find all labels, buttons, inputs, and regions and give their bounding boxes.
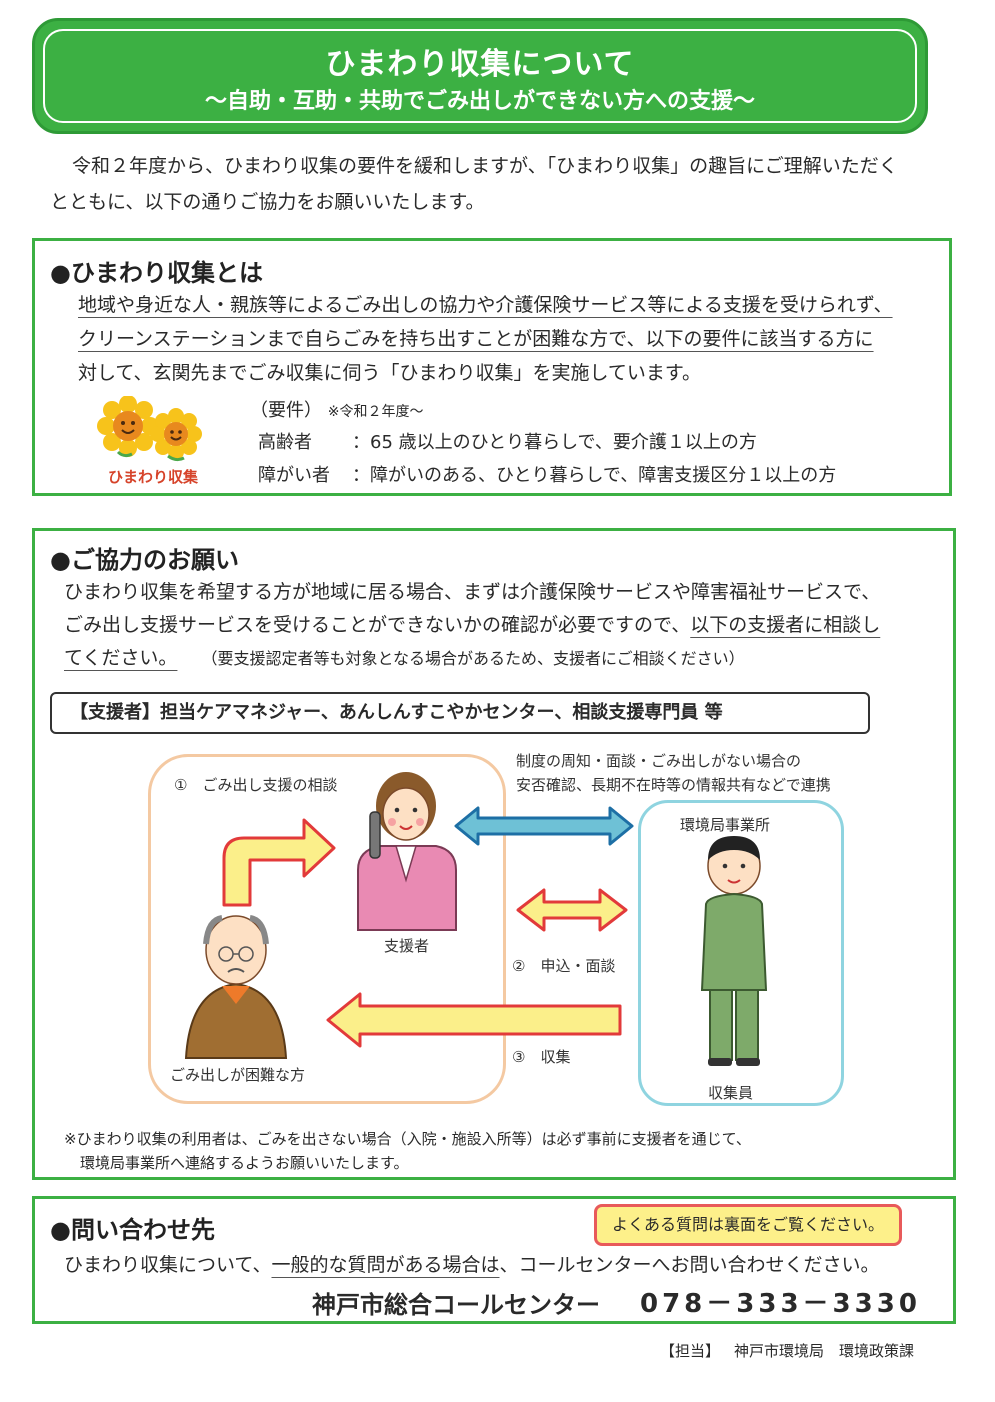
cooperation-note-line-1: 制度の周知・面談・ごみ出しがない場合の	[516, 752, 802, 770]
supporter-label: 支援者	[384, 937, 430, 955]
header-inner-border	[43, 29, 917, 123]
footer-tantou: 【担当】	[660, 1342, 721, 1360]
office-label: 環境局事業所	[680, 816, 771, 834]
svg-text:ひまわり収集: ひまわり収集	[108, 468, 199, 486]
requirement-elderly-condition: ：65 歳以上のひとり暮らしで、要介護１以上の方	[352, 432, 757, 453]
step-2-label: ② 申込・面談	[512, 957, 616, 975]
step-3-label: ③ 収集	[512, 1048, 571, 1066]
office-panel	[638, 800, 844, 1106]
collector-icon	[700, 836, 768, 1066]
contact-section	[32, 1196, 956, 1324]
sunflower-logo: ひまわり収集	[88, 395, 218, 490]
requirement-label: （要件）	[250, 400, 322, 421]
step-1-label: ① ごみ出し支援の相談	[174, 776, 338, 794]
contact-line-1c: 、コールセンターへお問い合わせください。	[499, 1254, 880, 1276]
intro-line-2: とともに、以下の通りご協力をお願いいたします。	[50, 191, 485, 213]
step-2-arrow	[516, 888, 628, 932]
resident-icon	[184, 915, 288, 1059]
contact-line-1b: 一般的な質問がある場合は	[271, 1254, 500, 1276]
about-line-2: クリーンステーションまで自らごみを持ち出すことが困難な方で、以下の要件に該当する…	[78, 328, 874, 350]
about-section	[32, 238, 952, 496]
cooperation-heading: ●ご協力のお願い	[50, 546, 239, 574]
page-subtitle: ～自助・互助・共助でごみ出しができない方への支援～	[204, 89, 755, 114]
about-line-1: 地域や身近な人・親族等によるごみ出しの協力や介護保険サービス等による支援を受けら…	[78, 294, 893, 316]
sunflower-icon: ひまわり収集	[97, 395, 202, 486]
cooperation-line-3b: （要支援認定者等も対象となる場合があるため、支援者にご相談ください）	[201, 649, 745, 668]
contact-heading: ●問い合わせ先	[50, 1216, 215, 1244]
resident-supporter-panel	[148, 754, 506, 1104]
step-1-arrow	[222, 818, 336, 907]
step-3-arrow	[326, 992, 622, 1048]
requirement-elderly-who: 高齢者	[258, 432, 312, 453]
cooperation-line-2b: 以下の支援者に相談し	[690, 614, 881, 636]
cooperation-line-2a: ごみ出し支援サービスを受けることができないかの確認が必要ですので、	[64, 614, 691, 636]
coordination-arrow	[454, 806, 634, 846]
page-title: ひまわり収集について	[325, 47, 635, 82]
requirement-disabled-condition: ：障がいのある、ひとり暮らしで、障害支援区分１以上の方	[352, 465, 837, 486]
call-center-phone[interactable]: 078－333－3330	[640, 1289, 921, 1319]
cooperation-section	[32, 528, 956, 1180]
requirement-note: ※令和２年度～	[327, 404, 424, 420]
about-heading: ●ひまわり収集とは	[50, 259, 263, 287]
faq-notice-button[interactable]: よくある質問は裏面をご覧ください。	[594, 1204, 902, 1246]
usage-note-line-2: 環境局事業所へ連絡するようお願いいたします。	[80, 1154, 409, 1172]
call-center-name: 神戸市総合コールセンター	[312, 1291, 600, 1319]
header-banner: ひまわり収集について ～自助・互助・共助でごみ出しができない方への支援～	[32, 18, 928, 134]
cooperation-line-1: ひまわり収集を希望する方が地域に居る場合、まずは介護保険サービスや障害福祉サービ…	[64, 581, 881, 603]
cooperation-note-line-2: 安否確認、長期不在時等の情報共有などで連携	[516, 776, 831, 794]
usage-note-line-1: ※ひまわり収集の利用者は、ごみを出さない場合（入院・施設入所等）は必ず事前に支援…	[64, 1130, 751, 1148]
supporter-bar: 【支援者】担当ケアマネジャー、あんしんすこやかセンター、相談支援専門員 等	[50, 692, 870, 734]
cooperation-line-3a: てください。	[64, 647, 178, 669]
collector-label: 収集員	[708, 1084, 754, 1102]
intro-line-1: 令和２年度から、ひまわり収集の要件を緩和しますが、「ひまわり収集」の趣旨にご理解…	[72, 155, 898, 177]
resident-label: ごみ出しが困難な方	[170, 1066, 306, 1084]
contact-line-1a: ひまわり収集について、	[64, 1254, 272, 1276]
supporter-icon	[357, 772, 457, 931]
requirement-disabled-who: 障がい者	[258, 465, 330, 486]
about-line-3: 対して、玄関先までごみ収集に伺う「ひまわり収集」を実施しています。	[78, 362, 702, 384]
footer-department: 神戸市環境局 環境政策課	[734, 1342, 915, 1360]
